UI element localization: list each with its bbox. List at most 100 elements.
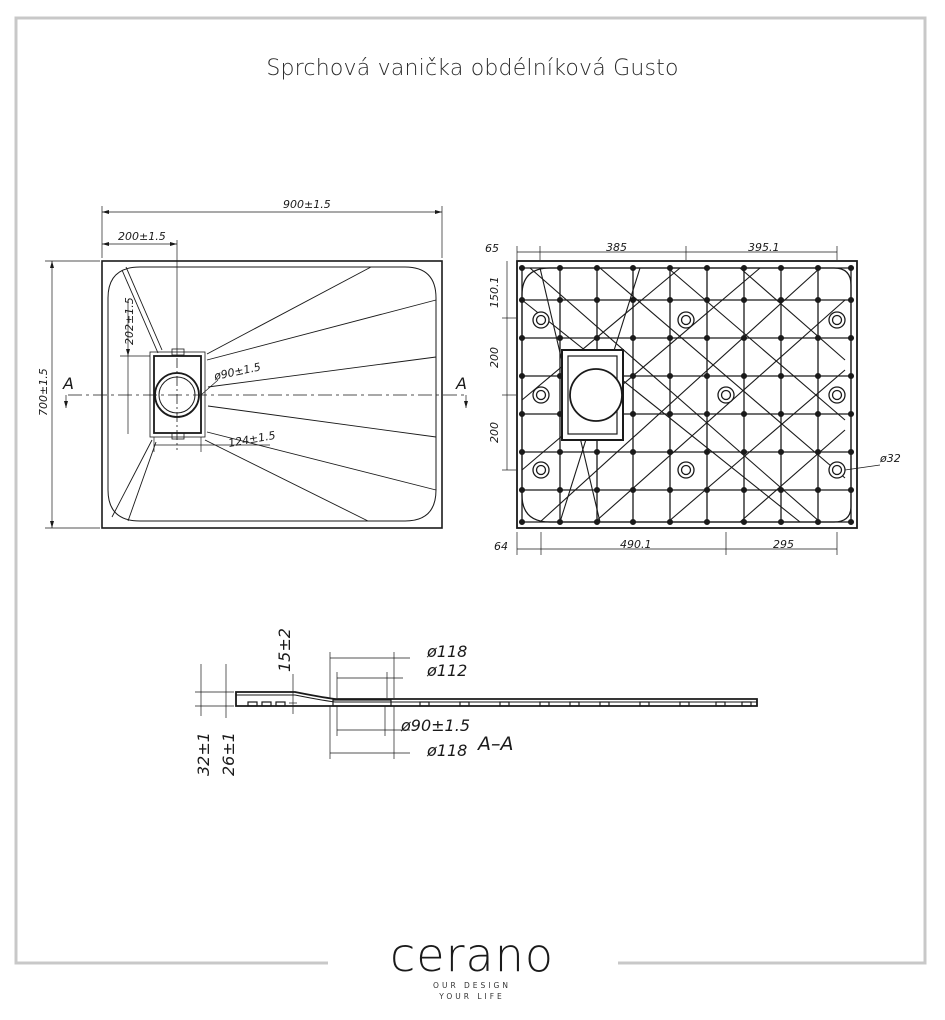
rib-node [814,372,822,380]
rib-node [740,518,748,526]
rib-node [740,296,748,304]
leg-holes [532,311,846,479]
rib-node [629,296,637,304]
dim-section-118-bottom: ø118 [426,741,467,760]
rib-node [593,486,601,494]
rib-node [629,518,637,526]
rib-diagonals [521,267,846,523]
rib-node [847,334,855,342]
tray-inner-edge [107,266,437,522]
brand-tagline-2: YOUR LIFE [439,992,505,1001]
rib-node [629,334,637,342]
dim-section-90: ø90±1.5 [400,716,470,735]
dim-width: 900±1.5 [283,198,331,211]
rib-node [629,264,637,272]
rib-node [556,296,564,304]
slope-lines [111,266,437,522]
bottom-drain-circle [569,368,623,422]
rib-node [703,334,711,342]
rib-node [814,296,822,304]
section-rib [459,701,470,707]
rib-node [518,334,526,342]
section-view-labels: 15±2 ø118 ø112 ø90±1.5 ø118 32±1 26±1 A–… [194,628,514,776]
dim-drain-box: 124±1.5 [227,429,276,450]
rib-node [814,486,822,494]
rib-node [666,334,674,342]
rib-node [518,518,526,526]
page-frame [14,16,927,965]
dim-hole: ø32 [879,452,901,465]
brand-tagline-1: OUR DESIGN [433,981,511,990]
rib-node [666,410,674,418]
rib-node [740,264,748,272]
rib-node [703,264,711,272]
rib-node [518,486,526,494]
rib-node [703,372,711,380]
section-rib [639,701,650,707]
rib-node [814,410,822,418]
dim-bottom-2: 490.1 [620,538,652,551]
rib-node [847,448,855,456]
top-view [45,206,468,529]
rib-node [740,334,748,342]
rib-node [777,296,785,304]
rib-node [556,448,564,456]
rib-node [666,296,674,304]
section-rib [539,701,550,707]
rib-node [518,372,526,380]
section-rib [499,701,510,707]
rib-node [629,410,637,418]
rib-node [740,372,748,380]
rib-node [518,448,526,456]
section-rib [275,701,286,707]
section-rib [715,701,726,707]
dim-drain-y: 202±1.5 [123,297,136,345]
section-mark-right: A [455,374,467,393]
rib-node [593,264,601,272]
rib-node [847,372,855,380]
section-label: A–A [476,733,514,755]
section-ribs [247,701,752,707]
dim-top-1: 65 [485,242,499,255]
rib-node [777,518,785,526]
dim-section-15: 15±2 [275,628,294,672]
rib-node [593,296,601,304]
dim-bottom-3: 295 [773,538,794,551]
rib-node [740,410,748,418]
dim-section-118-top: ø118 [426,642,467,661]
rib-node [777,372,785,380]
rib-node [666,486,674,494]
dim-drain-diameter: ø90±1.5 [212,360,262,383]
section-mark-left: A [62,374,74,393]
dim-section-112: ø112 [426,661,467,680]
rib-node [847,518,855,526]
dim-top-3: 395.1 [748,241,780,254]
section-rib [679,701,690,707]
dim-bottom-1: 64 [494,540,508,553]
rib-node [556,334,564,342]
drain-box [153,355,202,434]
tray-outline [101,260,443,529]
rib-node [666,372,674,380]
rib-node [518,264,526,272]
drawing-title: Sprchová vanička obdélníková Gusto [266,56,679,81]
dim-section-inner: 26±1 [219,732,238,776]
dim-section-total: 32±1 [194,732,213,776]
rib-node [518,410,526,418]
rib-node [777,334,785,342]
bottom-view-labels: 65 385 395.1 150.1 200 200 64 490.1 295 … [485,241,901,553]
dim-top-2: 385 [606,241,627,254]
brand-name: cerano [390,928,554,982]
rib-node [847,296,855,304]
brand-logo: cerano OUR DESIGN YOUR LIFE [372,930,572,1002]
section-rib [261,701,272,707]
rib-node [740,486,748,494]
section-view [195,652,758,759]
rib-node [703,518,711,526]
rib-node [847,486,855,494]
dim-left-1: 150.1 [488,277,501,309]
dim-drain-x: 200±1.5 [118,230,166,243]
bottom-dimension-lines [502,246,881,555]
rib-node [847,410,855,418]
rib-node [777,448,785,456]
